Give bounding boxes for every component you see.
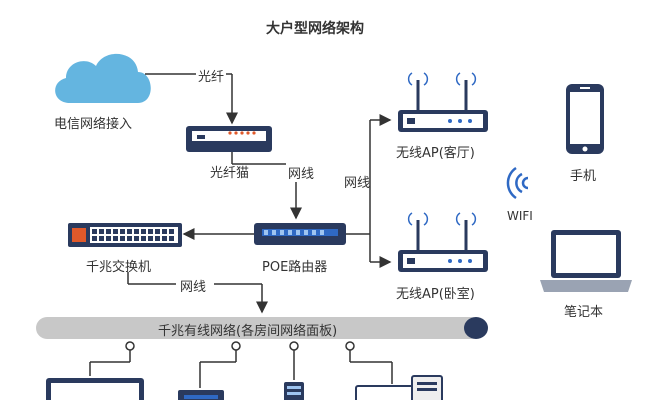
bus-drops	[89, 341, 393, 388]
laptop-label: 笔记本	[564, 305, 604, 320]
laptop-icon	[540, 230, 632, 292]
fiber-link	[145, 73, 238, 125]
switch-icon	[68, 223, 182, 247]
cloud-icon	[55, 53, 151, 103]
switch-bus-cable-label: 网线	[180, 280, 207, 295]
ap-living-icon	[398, 72, 488, 132]
poe-router-label: POE路由器	[262, 260, 328, 275]
wired-bus	[36, 317, 488, 339]
fiber-label: 光纤	[198, 70, 225, 85]
poe-router-icon	[254, 223, 346, 245]
diagram-title: 大户型网络架构	[266, 21, 364, 37]
router-ap-cable-label: 网线	[344, 176, 371, 191]
modem-router-cable-label: 网线	[288, 167, 315, 182]
ap-living-label: 无线AP(客厅)	[396, 146, 475, 161]
router-ap-link	[346, 114, 392, 268]
ap-bedroom-icon	[398, 212, 488, 272]
ap-bedroom-label: 无线AP(卧室)	[396, 287, 475, 302]
phone-icon	[566, 84, 604, 154]
desktop-monitor-icon	[46, 378, 144, 400]
nas-icon	[284, 382, 304, 400]
pc-icon	[355, 375, 443, 400]
wifi-label: WIFI	[507, 209, 533, 223]
bus-label: 千兆有线网络(各房间网络面板)	[158, 324, 338, 339]
tv-box-icon	[178, 390, 224, 400]
modem-icon	[186, 126, 272, 152]
modem-label: 光纤猫	[210, 166, 250, 181]
wifi-icon	[506, 166, 529, 200]
isp-label: 电信网络接入	[54, 117, 133, 132]
phone-label: 手机	[570, 169, 597, 184]
switch-label: 千兆交换机	[86, 260, 152, 275]
switch-bus-link	[127, 272, 268, 314]
modem-router-link	[231, 152, 302, 220]
